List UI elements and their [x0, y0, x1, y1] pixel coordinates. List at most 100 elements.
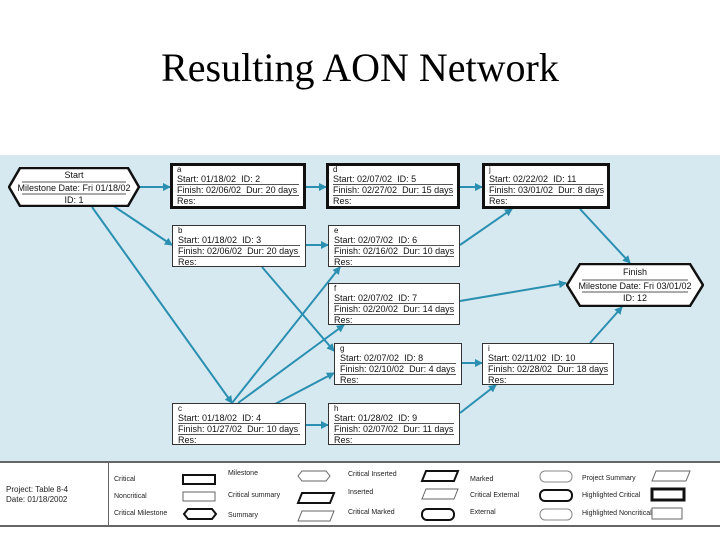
task-finish-row: Finish: 02/06/02 Dur: 20 days — [177, 185, 299, 196]
legend-label-critical-external: Critical External — [470, 492, 520, 499]
task-name: b — [178, 226, 183, 235]
finish-milestone[interactable]: Finish Milestone Date: Fri 03/01/02 ID: … — [566, 263, 704, 307]
arrow-f-finish — [459, 280, 567, 302]
arrow-c-f — [237, 324, 345, 404]
task-res: Res: — [334, 435, 353, 445]
arrow-j-finish — [579, 208, 631, 264]
arrow-start-c — [91, 206, 233, 404]
task-node-h[interactable]: h Start: 01/28/02 ID: 9 Finish: 02/07/02… — [328, 403, 460, 445]
task-start: Start: 02/07/02 — [334, 235, 394, 245]
task-node-e[interactable]: e Start: 02/07/02 ID: 6 Finish: 02/16/02… — [328, 225, 460, 267]
legend-label-external: External — [470, 509, 496, 516]
legend-swatch-project-summary-shape — [651, 470, 691, 482]
legend-swatch-critical-milestone — [182, 508, 218, 520]
task-node-j[interactable]: j Start: 02/22/02 ID: 11 Finish: 03/01/0… — [482, 163, 610, 209]
task-node-d[interactable]: d Start: 02/07/02 ID: 5 Finish: 02/27/02… — [326, 163, 460, 209]
task-node-g[interactable]: g Start: 02/07/02 ID: 8 Finish: 02/10/02… — [334, 343, 462, 385]
arrow-start-b — [111, 204, 173, 246]
finish-name: Finish — [622, 267, 647, 277]
start-hexagon — [8, 167, 140, 207]
task-id: ID: 2 — [241, 174, 261, 184]
task-start-row: Start: 01/18/02 ID: 3 — [178, 235, 300, 246]
task-id: ID: 11 — [553, 174, 577, 184]
task-duration: Dur: 18 days — [557, 364, 609, 374]
legend-swatch-critical-external — [539, 489, 573, 502]
task-node-f[interactable]: f Start: 02/07/02 ID: 7 Finish: 02/20/02… — [328, 283, 460, 325]
task-finish: Finish: 02/06/02 — [177, 185, 242, 195]
legend-swatch-critical-marked — [421, 508, 455, 521]
task-id: ID: 8 — [404, 353, 424, 363]
task-finish-row: Finish: 02/07/02 Dur: 11 days — [334, 424, 454, 435]
task-name: e — [334, 226, 339, 235]
task-id: ID: 4 — [242, 413, 262, 423]
task-name: c — [178, 404, 182, 413]
legend-swatch-summary — [297, 510, 335, 522]
task-finish-row: Finish: 02/20/02 Dur: 14 days — [334, 304, 454, 315]
finish-milestone-date: Milestone Date: Fri 03/01/02 — [578, 281, 692, 291]
task-start-row: Start: 01/18/02 ID: 2 — [177, 174, 299, 185]
task-start: Start: 01/18/02 — [177, 174, 237, 184]
legend-date: Date: 01/18/2002 — [6, 495, 68, 504]
task-res: Res: — [177, 196, 196, 206]
finish-hexagon — [566, 263, 704, 307]
task-id: ID: 3 — [242, 235, 262, 245]
task-node-b[interactable]: b Start: 01/18/02 ID: 3 Finish: 02/06/02… — [172, 225, 306, 267]
task-name: a — [177, 165, 182, 174]
task-res: Res: — [488, 375, 507, 385]
legend-swatch-inserted — [421, 488, 459, 500]
task-finish-row: Finish: 03/01/02 Dur: 8 days — [489, 185, 605, 196]
task-duration: Dur: 14 days — [403, 304, 455, 314]
legend-label-critical-marked: Critical Marked — [348, 509, 395, 516]
legend-swatch-highlighted-critical — [650, 487, 686, 502]
task-start: Start: 02/07/02 — [333, 174, 393, 184]
task-finish: Finish: 02/06/02 — [178, 246, 243, 256]
start-milestone-date: Milestone Date: Fri 01/18/02 — [17, 183, 131, 193]
task-node-c[interactable]: c Start: 01/18/02 ID: 4 Finish: 01/27/02… — [172, 403, 306, 445]
legend-label-project-summary: Project Summary — [582, 475, 636, 482]
task-start: Start: 02/11/02 — [488, 353, 547, 363]
task-finish-row: Finish: 02/16/02 Dur: 10 days — [334, 246, 454, 257]
task-res: Res: — [489, 196, 508, 206]
task-start-row: Start: 02/07/02 ID: 5 — [333, 174, 453, 185]
arrow-i-finish — [589, 306, 623, 344]
legend-swatch-critical — [182, 474, 216, 485]
legend-swatch-project-summary — [539, 470, 573, 483]
legend-panel: Project: Table 8-4 Date: 01/18/2002 Crit… — [0, 461, 720, 527]
task-start-row: Start: 02/07/02 ID: 7 — [334, 293, 454, 304]
arrow-c-e — [231, 266, 341, 404]
legend-project-info: Project: Table 8-4 Date: 01/18/2002 — [6, 485, 68, 505]
task-finish-row: Finish: 02/27/02 Dur: 15 days — [333, 185, 453, 196]
arrow-b-g — [261, 266, 335, 352]
task-id: ID: 9 — [398, 413, 418, 423]
legend-swatch-external — [539, 508, 573, 521]
task-duration: Dur: 4 days — [409, 364, 456, 374]
legend-swatch-highlighted-noncritical — [651, 507, 683, 520]
start-milestone[interactable]: Start Milestone Date: Fri 01/18/02 ID: 1 — [8, 167, 140, 207]
legend-label-critical-milestone: Critical Milestone — [114, 510, 168, 517]
task-start: Start: 01/28/02 — [334, 413, 394, 423]
task-id: ID: 10 — [551, 353, 576, 363]
task-start-row: Start: 02/07/02 ID: 6 — [334, 235, 454, 246]
task-id: ID: 7 — [398, 293, 418, 303]
task-finish-row: Finish: 02/06/02 Dur: 20 days — [178, 246, 300, 257]
task-name: j — [489, 165, 491, 174]
task-start-row: Start: 01/18/02 ID: 4 — [178, 413, 300, 424]
task-finish-row: Finish: 02/10/02 Dur: 4 days — [340, 364, 456, 375]
legend-label-summary: Summary — [228, 512, 258, 519]
task-node-a[interactable]: a Start: 01/18/02 ID: 2 Finish: 02/06/02… — [170, 163, 306, 209]
legend-label-critical-inserted: Critical Inserted — [348, 471, 397, 478]
legend-label-critical: Critical — [114, 476, 136, 483]
legend-label-inserted: Inserted — [348, 489, 374, 496]
task-duration: Dur: 8 days — [558, 185, 605, 195]
legend-label-noncritical: Noncritical — [114, 493, 147, 500]
task-duration: Dur: 11 days — [403, 424, 454, 434]
task-name: i — [488, 344, 490, 353]
legend-label-critical-summary: Critical summary — [228, 492, 281, 499]
task-name: f — [334, 284, 337, 293]
task-finish: Finish: 02/27/02 — [333, 185, 398, 195]
task-name: d — [333, 165, 338, 174]
task-node-i[interactable]: i Start: 02/11/02 ID: 10 Finish: 02/28/0… — [482, 343, 614, 385]
arrow-h-i — [459, 384, 497, 414]
task-start: Start: 02/07/02 — [340, 353, 400, 363]
task-duration: Dur: 10 days — [247, 424, 299, 434]
